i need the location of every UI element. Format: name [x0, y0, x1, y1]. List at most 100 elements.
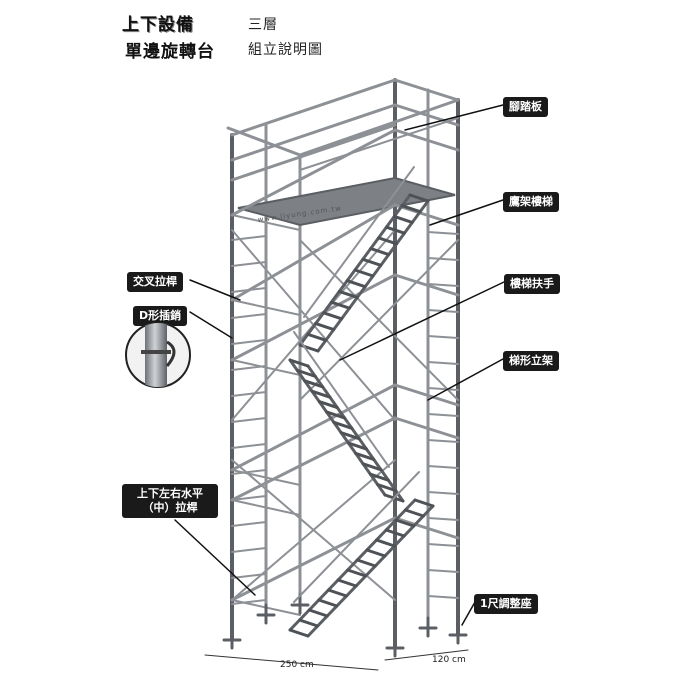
ladder-rung [427, 595, 459, 599]
ladder-rung [427, 465, 459, 469]
stair-tread [394, 518, 416, 528]
stair-tread [295, 368, 317, 378]
callout-platform: 腳踏板 [503, 97, 548, 117]
dimension-depth-label: 120 cm [432, 655, 466, 665]
leader-cross-brace [189, 279, 241, 301]
inset-pin-bar [141, 350, 171, 354]
ladder-rung [231, 521, 267, 527]
stair-tread [413, 498, 435, 508]
ladder-rung [231, 365, 267, 371]
callout-hook-stair: 鷹架樓梯 [503, 192, 559, 212]
leader-platform [404, 104, 504, 131]
ladder-rung [427, 543, 459, 547]
ledger [231, 499, 301, 516]
ladder-rung [427, 361, 459, 365]
stair-tread [400, 204, 422, 214]
callout-ladder-frame: 梯形立架 [503, 351, 559, 371]
ledger [393, 383, 460, 407]
ladder-rung [427, 413, 459, 417]
stair-tread [355, 558, 377, 568]
ladder-rung [427, 491, 459, 495]
ladder-rung [231, 469, 267, 475]
top-rail [393, 78, 460, 102]
top-rail [298, 98, 460, 157]
dimension-width-label: 250 cm [280, 660, 314, 670]
stair-tread [314, 322, 336, 332]
stair-tread [365, 548, 387, 558]
ladder-rung [231, 417, 267, 423]
top-platform [237, 176, 456, 227]
stair-tread [408, 193, 430, 203]
ladder-rung [231, 443, 267, 449]
stair-tread [345, 279, 367, 289]
leader-d-pin [189, 311, 233, 339]
stair-tread [375, 538, 397, 548]
callout-horizontal-brace-line1: 上下左右水平 [137, 487, 203, 500]
stair-tread [317, 598, 339, 608]
ledger [230, 273, 397, 362]
stair-tread [368, 472, 390, 482]
ledger [230, 383, 397, 472]
stair-tread [361, 257, 383, 267]
stair-tread [403, 508, 425, 518]
ladder-rung [427, 517, 459, 521]
leader-base [461, 601, 476, 626]
inset-pipe [145, 323, 167, 387]
stair-tread [322, 311, 344, 321]
ladder-rung [231, 599, 267, 605]
leader-horizontal-brace [174, 519, 256, 596]
ledger [231, 359, 301, 376]
stair-tread [298, 618, 320, 628]
top-rail [230, 78, 397, 137]
ledger [393, 416, 460, 440]
stair-stringer [288, 498, 417, 632]
top-rail [230, 103, 397, 162]
stair-handrail [293, 331, 390, 468]
stair-tread [337, 289, 359, 299]
dimension-width-line [204, 654, 379, 671]
callout-leader-lines [174, 104, 505, 626]
stair-tread [384, 528, 406, 538]
stair-tread [317, 400, 339, 410]
stair-tread [325, 410, 347, 420]
ledger [231, 214, 301, 231]
title-line1: 上下設備 [122, 15, 194, 35]
ladder-rung [231, 339, 267, 345]
scaffold-stairs [288, 166, 435, 638]
stair-tread [288, 628, 310, 638]
ledger [230, 416, 397, 502]
leader-handrail [339, 281, 505, 361]
ladder-rung [231, 235, 267, 241]
ladder-rung [427, 283, 459, 287]
stair-tread [307, 608, 329, 618]
dimension-depth-line [384, 649, 469, 661]
ladder-rung [427, 257, 459, 261]
title-line2: 單邊旋轉台 [125, 42, 215, 62]
title-line1-sub: 三層 [248, 17, 278, 33]
callout-base: 1尺調整座 [474, 594, 538, 614]
top-rail [226, 126, 302, 157]
stair-handrail [303, 166, 415, 318]
ladder-rung [427, 231, 459, 235]
callout-d-pin: D形插銷 [133, 306, 188, 326]
top-rail [299, 117, 459, 171]
stair-tread [361, 462, 383, 472]
ledger [231, 299, 301, 316]
stair-tread [329, 300, 351, 310]
ladder-rung [427, 569, 459, 573]
callout-horizontal-brace-line2: （中）拉桿 [142, 501, 198, 514]
ladder-rung [231, 287, 267, 293]
callout-horizontal-brace: 上下左右水平 （中）拉桿 [122, 484, 218, 518]
ladder-rung [427, 439, 459, 443]
stair-tread [369, 247, 391, 257]
callout-cross-brace: 交叉拉桿 [127, 272, 183, 292]
stair-tread [336, 578, 358, 588]
ledger [230, 128, 397, 217]
stair-stringer [306, 504, 435, 638]
title-line2-sub: 組立說明圖 [248, 42, 323, 58]
callout-handrail: 樓梯扶手 [504, 274, 560, 294]
dimension-lines [204, 649, 469, 671]
stair-tread [376, 483, 398, 493]
ladder-rung [231, 547, 267, 553]
